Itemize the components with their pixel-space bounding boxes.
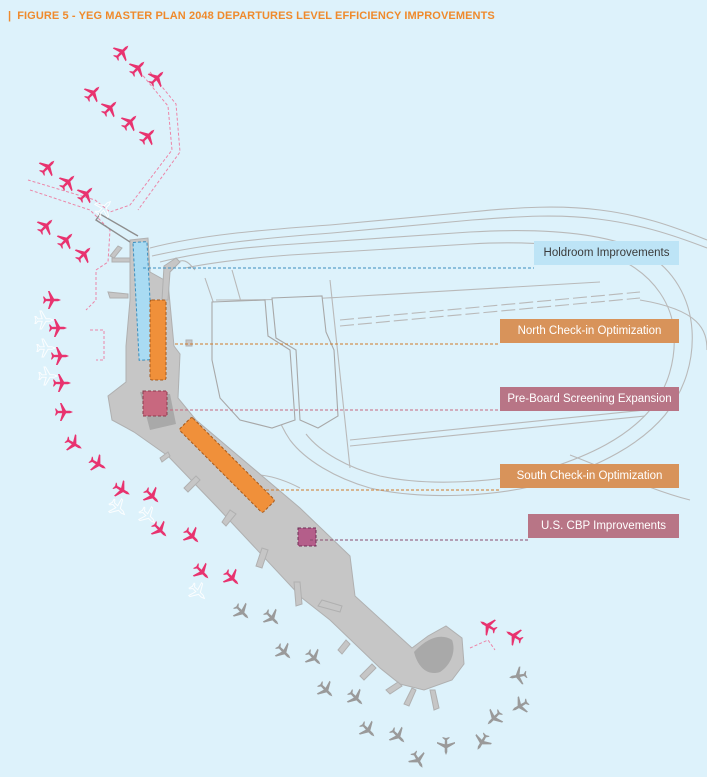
airplane-icon [109, 39, 135, 65]
airplane-icon [179, 523, 205, 549]
pre-board-screening-label: Pre-Board Screening Expansion [500, 387, 679, 411]
airplane-icon [313, 677, 339, 703]
airplane-icon [71, 241, 97, 267]
airplane-icon [507, 665, 529, 687]
improvement-zones [132, 241, 317, 547]
terminal-building [95, 213, 465, 711]
airplane-icon [97, 95, 123, 121]
airplane-icon [475, 613, 501, 639]
airplane-icon [259, 605, 285, 631]
cbp-improvements-label: U.S. CBP Improvements [528, 514, 679, 538]
airplane-icon [61, 431, 87, 457]
airplane-icon [271, 639, 297, 665]
airplane-icon [355, 717, 381, 743]
airplane-icon [53, 227, 79, 253]
airplane-icon [229, 599, 255, 625]
parking-structures [211, 295, 339, 429]
airplane-icon [481, 705, 507, 731]
airplane-icon [139, 483, 165, 509]
airplane-icon [55, 169, 81, 195]
airplane-icon [301, 645, 327, 671]
cbp-zone [297, 527, 317, 547]
airplane-icon [33, 213, 59, 239]
airplane-icon [135, 123, 161, 149]
south-checkin-zone [179, 417, 275, 513]
airplane-icon [51, 347, 69, 365]
airplane-icon [117, 109, 143, 135]
holdroom-improvements-label: Holdroom Improvements [534, 241, 679, 265]
north-checkin-label: North Check-in Optimization [500, 319, 679, 343]
airplane-icon [501, 623, 527, 649]
south-checkin-label: South Check-in Optimization [500, 464, 679, 488]
airplane-icon [184, 578, 212, 606]
airplane-icon [343, 685, 369, 711]
north-checkin-zone [149, 299, 167, 381]
airplane-icon [35, 154, 61, 180]
title-separator: | [8, 10, 12, 22]
callout-leaders [143, 267, 534, 541]
figure-title-text: FIGURE 5 - YEG MASTER PLAN 2048 DEPARTUR… [17, 10, 495, 22]
airplane-icon [104, 494, 132, 522]
airplane-icon [43, 291, 61, 309]
airplane-icon [144, 65, 170, 91]
airplane-icon [80, 80, 106, 106]
airplane-icon [73, 181, 99, 207]
airplane-icon [469, 729, 495, 755]
pre-board-screening-zone [142, 390, 168, 417]
airplane-icon [134, 502, 162, 530]
airplane-icon [189, 559, 215, 585]
airplane-icon [437, 737, 455, 755]
airplane-icon [49, 319, 67, 337]
airplane-icon [405, 747, 431, 773]
airplane-icon [85, 451, 111, 477]
airplane-icon [125, 55, 151, 81]
apron-markings [27, 71, 496, 651]
airplane-icon [507, 693, 533, 719]
airplane-icon [385, 723, 411, 749]
airplane-icon [219, 565, 245, 591]
figure-title: | FIGURE 5 - YEG MASTER PLAN 2048 DEPARTU… [8, 10, 495, 22]
airplane-icon [55, 403, 73, 421]
